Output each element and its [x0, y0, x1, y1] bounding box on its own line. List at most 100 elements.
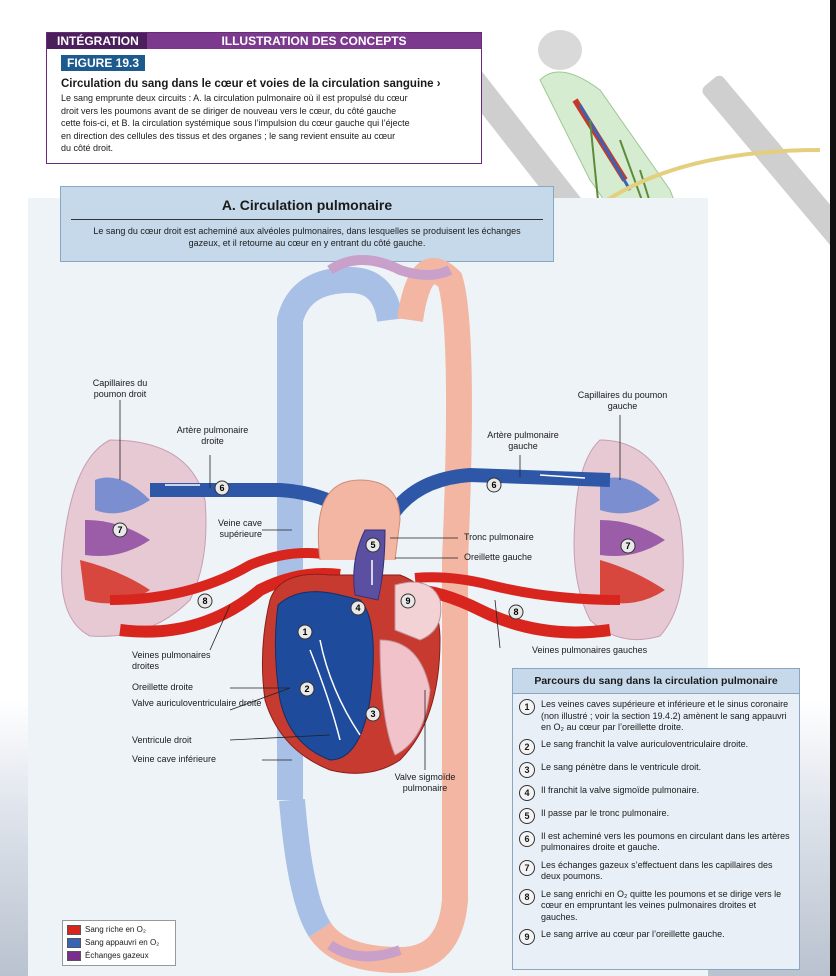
left-lung-capillaries-red: [600, 560, 665, 604]
svg-text:2: 2: [304, 684, 309, 694]
left-lung-capillaries-blue: [600, 477, 660, 514]
step-number: 7: [519, 859, 535, 876]
step-marker-7: 7: [620, 538, 636, 554]
caption-line: du côté droit.: [61, 143, 114, 153]
right-lung-capillaries-purple: [85, 520, 150, 556]
label-left-atrium: Oreillette gauche: [464, 552, 533, 562]
steps-title: Parcours du sang dans la circulation pul…: [513, 669, 799, 694]
label-left-pulmonary-artery: Artère pulmonaire gauche: [487, 430, 559, 451]
caption-line: Le sang emprunte deux circuits : A. la c…: [61, 93, 408, 103]
step-item: 3 Le sang pénètre dans le ventricule droi…: [513, 761, 799, 778]
step-number: 3: [519, 761, 535, 778]
flow-arrow: [319, 639, 361, 736]
legend-item: Sang appauvri en O₂: [63, 936, 175, 949]
tab-illustration: ILLUSTRATION DES CONCEPTS: [147, 33, 481, 49]
caption-line: cette fois-ci, et B. la circulation syst…: [61, 118, 410, 128]
svg-text:7: 7: [117, 525, 122, 535]
step-item: 1 Les veines caves supérieure et inférieu…: [513, 699, 799, 734]
tab-integration: INTÉGRATION: [47, 33, 147, 49]
step-marker-2: 2: [299, 681, 315, 697]
svg-text:8: 8: [202, 596, 207, 606]
svg-text:5: 5: [370, 540, 375, 550]
legend-swatch-purple: [67, 950, 81, 961]
legend-item: Sang riche en O₂: [63, 923, 175, 936]
step-item: 7 Les échanges gazeux s’effectuent dans l…: [513, 859, 799, 883]
flow-arrow: [309, 649, 341, 741]
step-text: Le sang pénètre dans le ventricule droit…: [541, 761, 702, 772]
lower-loop-deoxy: [279, 798, 332, 938]
step-number: 5: [519, 807, 535, 824]
label-superior-vena-cava: Veine cave supérieure: [217, 518, 262, 539]
leader-lines: [119, 400, 621, 770]
svg-text:7: 7: [625, 541, 630, 551]
step-marker-6: 6: [486, 477, 502, 493]
legend-item: Échanges gazeux: [63, 949, 175, 962]
step-text: Les veines caves supérieure et inférieur…: [541, 699, 789, 732]
upper-loop-deoxy: [277, 266, 403, 800]
left-ventricle: [379, 639, 431, 756]
label-right-ventricle: Ventricule droit: [132, 735, 192, 745]
step-marker-4: 4: [350, 600, 366, 616]
right-lung-capillaries-red: [80, 560, 150, 604]
step-item: 9 Le sang arrive au cœur par l’oreillette…: [513, 929, 799, 945]
step-number: 9: [519, 929, 535, 945]
legend-label: Sang appauvri en O₂: [85, 938, 160, 947]
step-marker-9: 9: [400, 593, 416, 609]
svg-text:8: 8: [513, 607, 518, 617]
label-capillaries-left: Capillaires du poumon gauche: [577, 390, 668, 411]
label-pulmonary-valve: Valve sigmoïde pulmonaire: [394, 772, 456, 793]
legend-swatch-red: [67, 924, 81, 935]
label-tricuspid-valve: Valve auriculoventriculaire droite: [132, 698, 262, 708]
svg-text:1: 1: [302, 627, 307, 637]
step-number: 2: [519, 738, 535, 755]
step-marker-3: 3: [365, 706, 381, 722]
step-marker-6: 6: [214, 480, 230, 496]
right-pulmonary-veins-2: [109, 547, 331, 605]
svg-text:4: 4: [355, 603, 360, 613]
step-number: 6: [519, 830, 535, 847]
svg-text:9: 9: [405, 596, 410, 606]
svg-text:6: 6: [219, 483, 224, 493]
flow-arrow: [539, 474, 586, 479]
panel-title: A. Circulation pulmonaire: [221, 197, 393, 213]
step-text: Il franchit la valve sigmoïde pulmonaire…: [541, 784, 700, 795]
upper-capillary-bed: [327, 255, 453, 280]
step-number: 1: [519, 699, 535, 715]
label-right-atrium: Oreillette droite: [132, 682, 194, 692]
step-text: Le sang arrive au cœur par l’oreillette …: [541, 929, 725, 939]
right-lung-capillaries-blue: [95, 477, 150, 514]
step-number: 4: [519, 784, 535, 801]
step-text: Les échanges gazeux s’effectuent dans le…: [541, 859, 773, 882]
step-marker-5: 5: [365, 537, 381, 553]
legend-label: Échanges gazeux: [85, 951, 149, 960]
steps-box: Parcours du sang dans la circulation pul…: [512, 668, 800, 970]
figure-caption: Le sang emprunte deux circuits : A. la c…: [61, 92, 467, 155]
step-text: Il passe par le tronc pulmonaire.: [541, 807, 670, 818]
figure-header: INTÉGRATION ILLUSTRATION DES CONCEPTS FI…: [46, 32, 482, 164]
figure-title: Circulation du sang dans le cœur et voie…: [61, 78, 441, 90]
page-edge: [830, 0, 836, 976]
label-inferior-vena-cava: Veine cave inférieure: [132, 754, 217, 764]
caption-line: en direction des cellules des tissus et …: [61, 130, 396, 141]
legend-swatch-blue: [67, 937, 81, 948]
step-marker-1: 1: [297, 624, 313, 640]
lower-capillary-bed: [327, 940, 402, 962]
step-item: 5 Il passe par le tronc pulmonaire.: [513, 807, 799, 824]
label-right-pulmonary-veins: Veines pulmonaires droites: [132, 650, 211, 671]
svg-text:6: 6: [491, 480, 496, 490]
left-lung-capillaries-purple: [600, 520, 665, 556]
label-left-pulmonary-veins: Veines pulmonaires gauches: [532, 645, 648, 655]
label-right-pulmonary-artery: Artère pulmonaire droite: [176, 425, 249, 446]
step-marker-7: 7: [112, 522, 128, 538]
color-legend: Sang riche en O₂ Sang appauvri en O₂ Éch…: [62, 920, 176, 966]
figure-badge: FIGURE 19.3: [61, 55, 146, 71]
label-capillaries-right: Capillaires du poumon droit: [92, 378, 148, 399]
svg-text:3: 3: [370, 709, 375, 719]
caption-line: droit vers les poumons avant de se dirig…: [61, 105, 397, 116]
step-number: 8: [519, 888, 535, 905]
label-pulmonary-trunk: Tronc pulmonaire: [464, 532, 534, 542]
